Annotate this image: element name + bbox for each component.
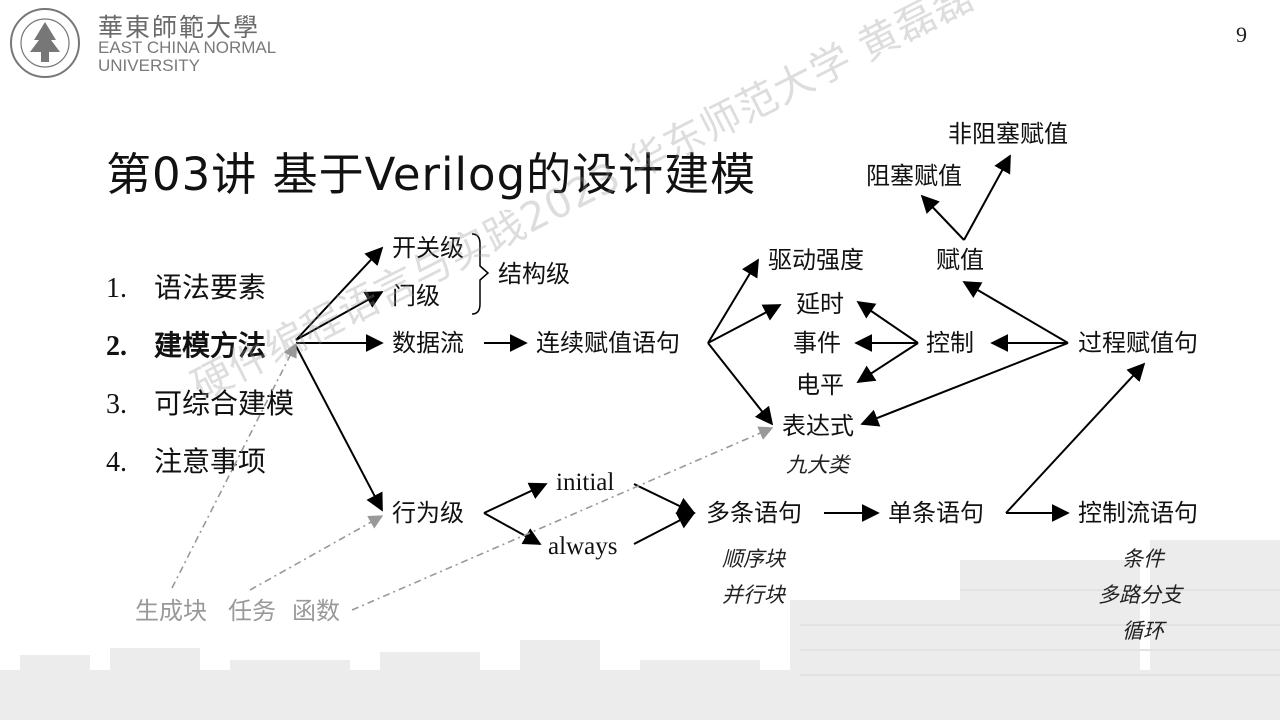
outline-number: 3. (106, 389, 127, 420)
outline-label: 注意事项 (154, 445, 267, 478)
node-control: 控制 (926, 329, 974, 357)
node-single-statement: 单条语句 (888, 499, 984, 527)
node-generate-block: 生成块 (135, 597, 207, 625)
node-event: 事件 (793, 329, 841, 357)
bracket-structural (471, 233, 490, 315)
university-seal-logo (10, 8, 80, 78)
node-control-flow-statement: 控制流语句 (1078, 499, 1198, 527)
arrow-generate-to-modeling (171, 342, 297, 589)
slide-title: 第03讲 基于Verilog的设计建模 (106, 148, 757, 201)
arrow-behavioral-to-always (483, 512, 542, 545)
node-always: always (548, 533, 618, 560)
arrow-control-to-delay (856, 300, 919, 344)
arrow-function-to-expression (351, 426, 774, 611)
outline-item-4: 4. 注意事项 (106, 440, 266, 480)
node-function: 函数 (292, 597, 340, 625)
arrow-control-to-level (856, 342, 919, 383)
node-nonblocking-assign: 非阻塞赋值 (948, 120, 1068, 148)
outline-item-2: 2. 建模方法 (106, 324, 266, 364)
outline-number: 1. (106, 273, 127, 304)
arrow-assign-to-blocking (920, 194, 965, 241)
arrow-assign-to-nonblocking (963, 154, 1011, 241)
outline-item-1: 1. 语法要素 (106, 266, 266, 306)
node-structural-level: 结构级 (498, 260, 570, 288)
arrow-modeling-to-switch (295, 246, 384, 341)
outline-label: 建模方法 (154, 329, 267, 362)
outline-label: 可综合建模 (154, 387, 295, 420)
page-number: 9 (1236, 22, 1247, 47)
logo-english-name: EAST CHINA NORMAL UNIVERSITY (98, 39, 276, 75)
arrow-continuous-to-drive (707, 258, 759, 344)
node-dataflow: 数据流 (392, 329, 464, 357)
note-expression-types: 九大类 (786, 453, 849, 477)
node-initial: initial (556, 469, 615, 496)
arrow-behavioral-to-initial (483, 482, 548, 514)
node-delay: 延时 (796, 290, 844, 318)
note-condition: 条件 (1122, 547, 1164, 571)
outline-item-3: 3. 可综合建模 (106, 382, 294, 422)
arrow-task-to-behavioral (249, 515, 384, 591)
node-gate-level: 门级 (392, 282, 440, 310)
outline-number: 4. (106, 447, 127, 478)
note-parallel-block: 并行块 (722, 583, 785, 607)
outline-number: 2. (106, 331, 127, 362)
node-behavioral-level: 行为级 (392, 499, 464, 527)
arrow-procedural-to-assign (962, 281, 1069, 344)
node-task: 任务 (228, 597, 276, 625)
logo-chinese-name: 華東師範大學 (98, 13, 261, 42)
arrow-initial-to-multi (633, 483, 696, 515)
note-sequential-block: 顺序块 (722, 547, 785, 571)
node-level: 电平 (796, 371, 844, 399)
node-continuous-assign: 连续赋值语句 (536, 329, 680, 357)
arrow-modeling-to-gate (295, 291, 384, 341)
node-multi-statement: 多条语句 (706, 499, 802, 527)
node-drive-strength: 驱动强度 (768, 246, 864, 274)
arrow-procedural-to-expression (860, 342, 1069, 427)
node-switch-level: 开关级 (392, 234, 464, 262)
note-loop: 循环 (1122, 619, 1164, 643)
logo-english-line2: UNIVERSITY (98, 56, 201, 75)
logo-english-line1: EAST CHINA NORMAL (98, 38, 277, 57)
arrow-continuous-to-delay (707, 304, 782, 344)
arrow-single-to-procedural (1005, 362, 1146, 514)
arrow-continuous-to-expression (707, 342, 774, 426)
node-assign: 赋值 (936, 246, 984, 274)
node-expression: 表达式 (782, 412, 854, 440)
arrow-always-to-multi (633, 512, 696, 545)
note-case: 多路分支 (1098, 583, 1182, 607)
outline-label: 语法要素 (154, 271, 267, 304)
node-blocking-assign: 阻塞赋值 (866, 162, 962, 190)
arrow-modeling-to-behavioral (295, 345, 383, 512)
node-procedural-assign: 过程赋值句 (1078, 329, 1198, 357)
